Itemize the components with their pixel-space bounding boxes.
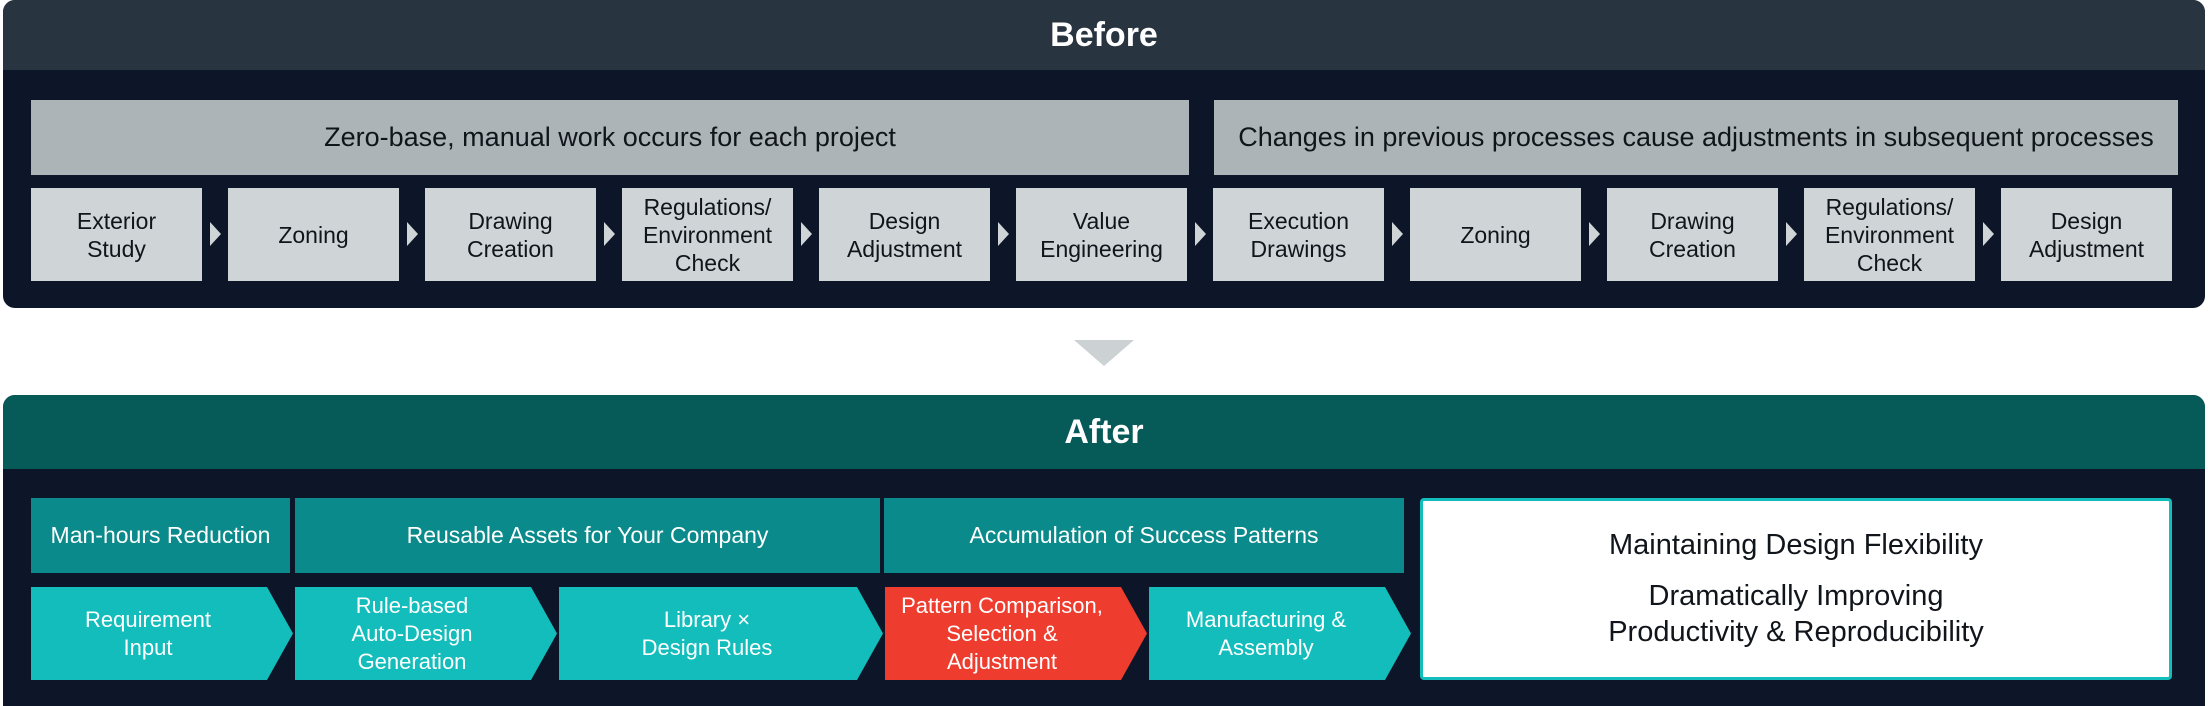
before-step-zoning-2: Zoning — [1410, 188, 1581, 281]
after-step-auto-design: Rule-based Auto-Design Generation — [295, 587, 557, 680]
before-step-execution-drawings: Execution Drawings — [1213, 188, 1384, 281]
after-step-library-rules: Library × Design Rules — [559, 587, 883, 680]
after-panel: After Man-hours Reduction Reusable Asset… — [3, 395, 2205, 706]
result-flexibility: Maintaining Design Flexibility — [1609, 528, 1983, 561]
before-step-regulations-check: Regulations/ Environment Check — [622, 188, 793, 281]
before-step-drawing-creation-2: Drawing Creation — [1607, 188, 1778, 281]
after-step-pattern-comparison: Pattern Comparison, Selection & Adjustme… — [885, 587, 1147, 680]
after-step-requirement-input: Requirement Input — [31, 587, 293, 680]
down-arrow-icon — [1074, 340, 1134, 366]
benefit-success-patterns: Accumulation of Success Patterns — [884, 498, 1404, 573]
step-arrow-icon — [1589, 222, 1600, 246]
before-step-regulations-check-2: Regulations/ Environment Check — [1804, 188, 1975, 281]
result-productivity: Dramatically Improving Productivity & Re… — [1608, 579, 1984, 648]
before-title: Before — [3, 0, 2205, 70]
benefit-man-hours: Man-hours Reduction — [31, 498, 290, 573]
step-arrow-icon — [1786, 222, 1797, 246]
benefit-reusable-assets: Reusable Assets for Your Company — [295, 498, 880, 573]
before-step-design-adjustment-2: Design Adjustment — [2001, 188, 2172, 281]
step-arrow-icon — [407, 222, 418, 246]
before-step-drawing-creation: Drawing Creation — [425, 188, 596, 281]
step-arrow-icon — [1392, 222, 1403, 246]
step-arrow-icon — [801, 222, 812, 246]
step-arrow-icon — [604, 222, 615, 246]
before-step-value-engineering: Value Engineering — [1016, 188, 1187, 281]
after-title: After — [3, 395, 2205, 469]
step-arrow-icon — [210, 222, 221, 246]
before-step-design-adjustment: Design Adjustment — [819, 188, 990, 281]
before-panel: Before Zero-base, manual work occurs for… — [3, 0, 2205, 308]
after-step-manufacturing: Manufacturing & Assembly — [1149, 587, 1411, 680]
step-arrow-icon — [998, 222, 1009, 246]
before-step-zoning: Zoning — [228, 188, 399, 281]
before-group-manual-work: Zero-base, manual work occurs for each p… — [31, 100, 1189, 175]
result-box: Maintaining Design Flexibility Dramatica… — [1420, 498, 2172, 680]
before-step-exterior-study: Exterior Study — [31, 188, 202, 281]
step-arrow-icon — [1195, 222, 1206, 246]
step-arrow-icon — [1983, 222, 1994, 246]
before-group-rework: Changes in previous processes cause adju… — [1214, 100, 2178, 175]
